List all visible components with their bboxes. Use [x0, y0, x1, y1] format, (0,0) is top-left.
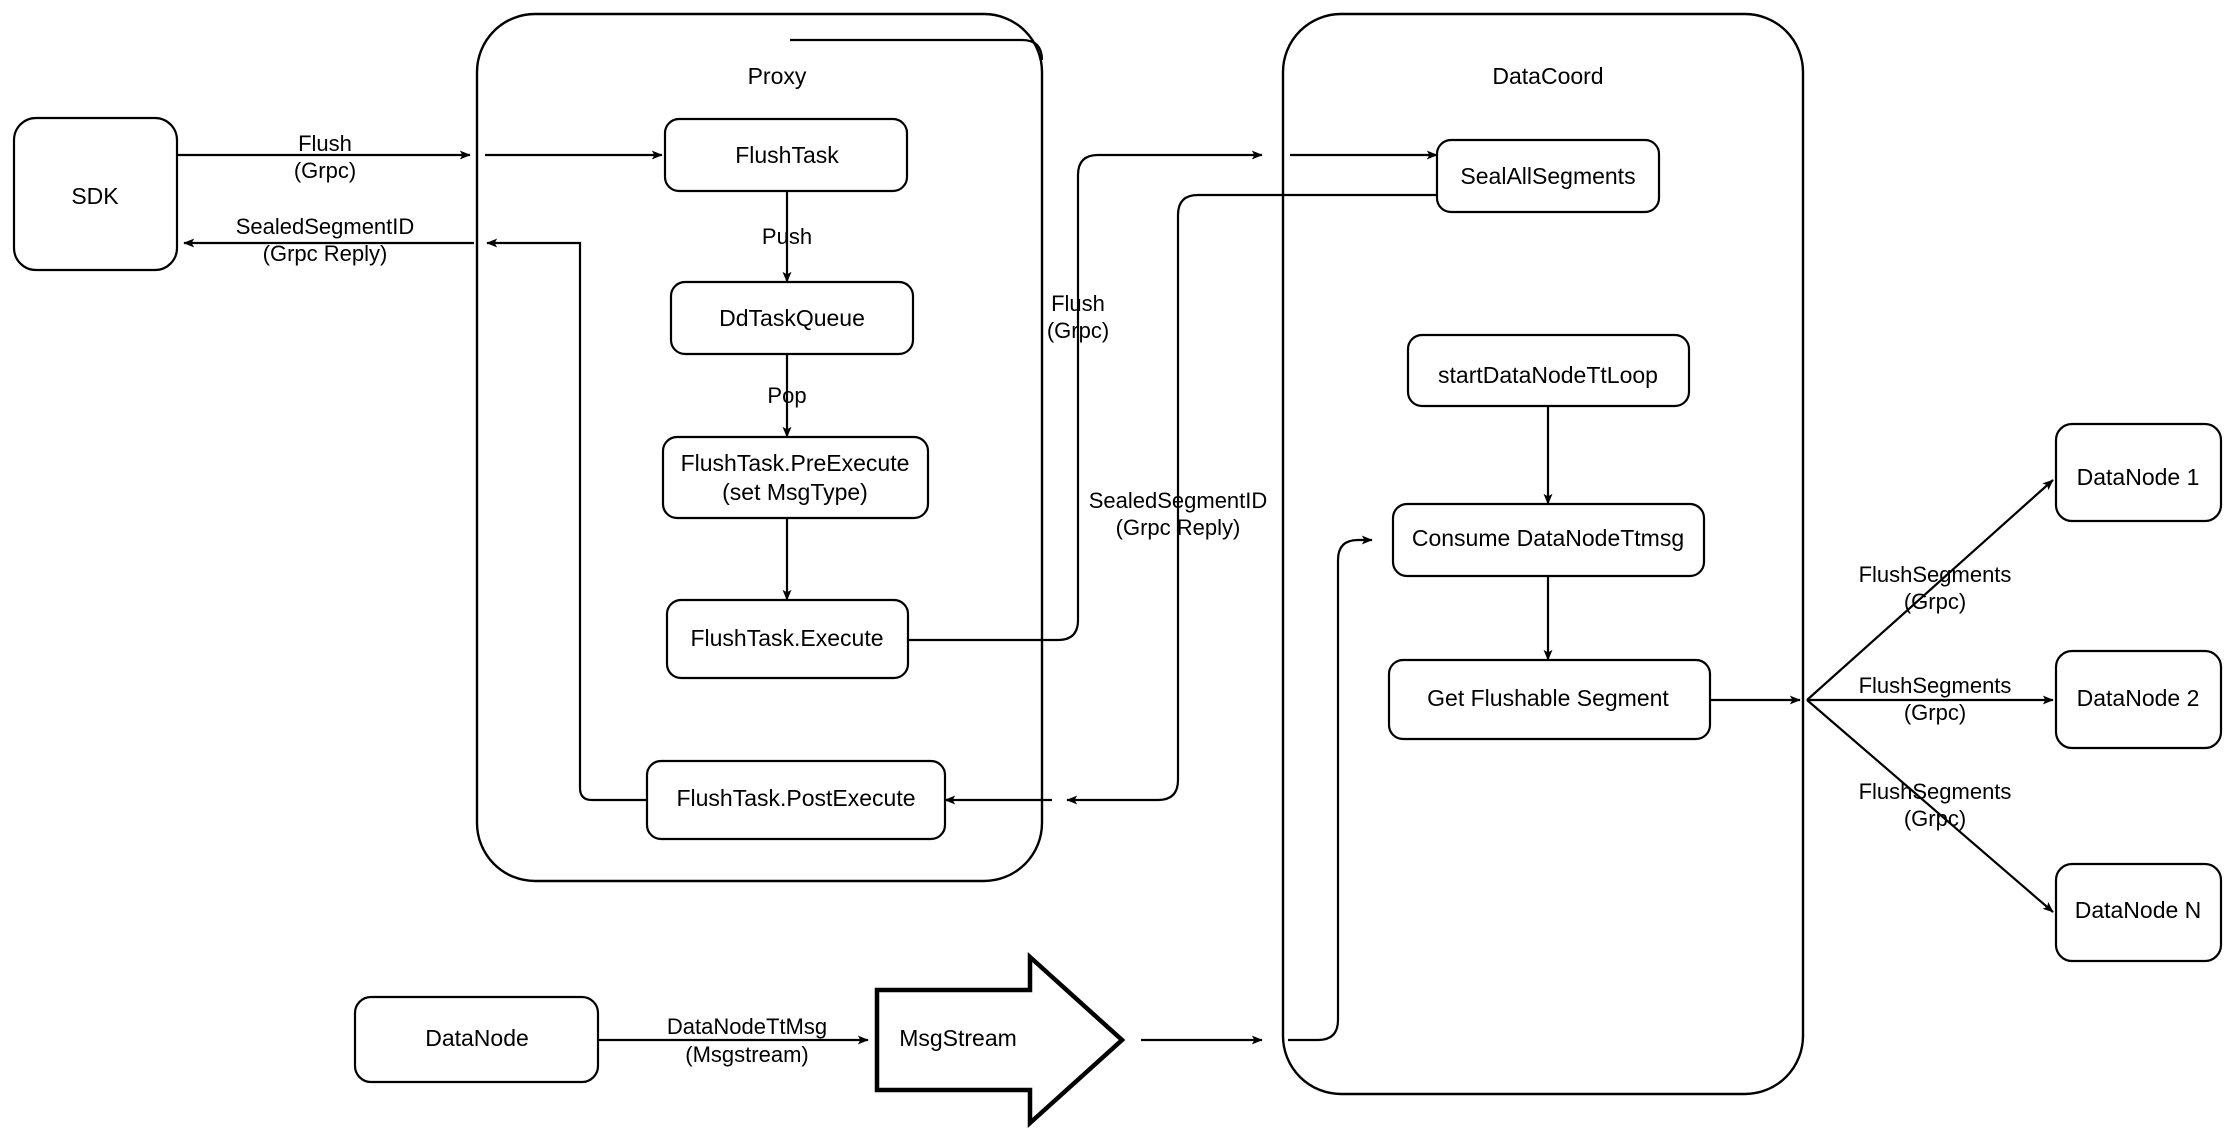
node-startdatanodettloop-box[interactable]: [1406, 333, 1691, 408]
node-get-flushable-segment[interactable]: Get Flushable Segment: [1387, 658, 1712, 741]
node-sdk[interactable]: SDK: [12, 116, 179, 272]
node-datanode-1-label: DataNode 1: [2077, 464, 2200, 490]
container-proxy: Proxy: [475, 12, 1044, 883]
node-flushtask-preexecute-box[interactable]: [661, 435, 930, 520]
node-flushtask[interactable]: FlushTask: [663, 117, 909, 193]
node-get-flushable-segment-label: Get Flushable Segment: [1427, 685, 1669, 711]
node-ddtaskqueue-box[interactable]: [669, 280, 915, 356]
datacoord-container-outline: [1281, 12, 1805, 1096]
node-sdk-label: SDK: [71, 183, 119, 209]
edge-label-flushsegments-n-line2: (Grpc): [1904, 806, 1966, 831]
node-msgstream-arrow-shape[interactable]: [874, 951, 1126, 1129]
node-msgstream[interactable]: MsgStream: [874, 951, 1126, 1129]
node-flushtask-box[interactable]: [663, 117, 909, 193]
node-datanode-n-box[interactable]: [2054, 862, 2223, 963]
node-datanode-bottom-box[interactable]: [353, 995, 600, 1084]
edge-label-datanode-ttmsg-line1: DataNodeTtMsg: [667, 1014, 827, 1039]
node-flushtask-label: FlushTask: [735, 142, 839, 168]
edge-label-push: Push: [762, 224, 812, 249]
edge-label-sealed-segmentid-line1: SealedSegmentID: [236, 214, 415, 239]
edge-fanout-to-datanoden: [1806, 699, 2054, 913]
node-flushtask-execute[interactable]: FlushTask.Execute: [665, 598, 910, 680]
proxy-container-outline: [475, 12, 1044, 883]
node-flushtask-preexecute-label-line2: (set MsgType): [722, 479, 868, 505]
edge-label-sealed-mid-line1: SealedSegmentID: [1089, 488, 1268, 513]
edge-label-flushsegments-2-line1: FlushSegments: [1859, 673, 2012, 698]
node-datanode-2[interactable]: DataNode 2: [2054, 649, 2223, 750]
edge-label-flush-grpc-line2: (Grpc): [294, 158, 356, 183]
edge-proxy-to-sdk-sealedsegmentid: [183, 238, 647, 802]
node-sdk-box[interactable]: [12, 116, 179, 272]
node-sealallsegments-label: SealAllSegments: [1460, 163, 1635, 189]
node-msgstream-label: MsgStream: [899, 1025, 1017, 1051]
edge-label-flush-mid-line2: (Grpc): [1047, 318, 1109, 343]
node-flushtask-postexecute-box[interactable]: [645, 759, 947, 841]
node-startdatanodettloop-label: startDataNodeTtLoop: [1438, 362, 1658, 388]
node-consume-datanodettmsg-label: Consume DataNodeTtmsg: [1412, 525, 1684, 551]
edge-label-flush-mid-line1: Flush: [1051, 291, 1105, 316]
node-ddtaskqueue-label: DdTaskQueue: [719, 305, 865, 331]
node-sealallsegments-box[interactable]: [1435, 138, 1661, 214]
node-datanode-1[interactable]: DataNode 1: [2054, 422, 2223, 523]
proxy-container-title: Proxy: [748, 63, 807, 89]
edge-execute-to-sealallsegments: [908, 150, 1438, 642]
edge-sealallsegments-to-postexecute: [944, 193, 1437, 805]
edge-label-flush-grpc-line1: Flush: [298, 131, 352, 156]
edge-fanout-to-datanode1: [1806, 479, 2054, 701]
node-flushtask-preexecute-label-line1: FlushTask.PreExecute: [681, 450, 910, 476]
edge-label-flushsegments-1-line2: (Grpc): [1904, 589, 1966, 614]
node-flushtask-postexecute-label: FlushTask.PostExecute: [676, 785, 915, 811]
node-startdatanodettloop[interactable]: startDataNodeTtLoop: [1406, 333, 1691, 408]
node-datanode-2-label: DataNode 2: [2077, 685, 2200, 711]
node-flushtask-preexecute[interactable]: FlushTask.PreExecute (set MsgType): [661, 435, 930, 520]
node-datanode-bottom[interactable]: DataNode: [353, 995, 600, 1084]
container-datacoord: DataCoord: [1281, 12, 1805, 1096]
datacoord-container-title: DataCoord: [1492, 63, 1603, 89]
node-get-flushable-segment-box[interactable]: [1387, 658, 1712, 741]
edge-label-flushsegments-1-line1: FlushSegments: [1859, 562, 2012, 587]
node-ddtaskqueue[interactable]: DdTaskQueue: [669, 280, 915, 356]
node-datanode-n-label: DataNode N: [2075, 897, 2202, 923]
node-datanode-n[interactable]: DataNode N: [2054, 862, 2223, 963]
node-datanode-2-box[interactable]: [2054, 649, 2223, 750]
edge-label-flushsegments-2-line2: (Grpc): [1904, 700, 1966, 725]
edge-msgstream-to-consume: [1141, 535, 1373, 1045]
node-datanode-1-box[interactable]: [2054, 422, 2223, 523]
node-consume-datanodettmsg[interactable]: Consume DataNodeTtmsg: [1391, 502, 1706, 578]
edge-label-sealed-segmentid-line2: (Grpc Reply): [263, 241, 388, 266]
node-consume-datanodettmsg-box[interactable]: [1391, 502, 1706, 578]
proxy-rail-top: [790, 38, 1044, 61]
edge-label-datanode-ttmsg-line2: (Msgstream): [685, 1042, 808, 1067]
edge-label-sealed-mid-line2: (Grpc Reply): [1116, 515, 1241, 540]
node-flushtask-postexecute[interactable]: FlushTask.PostExecute: [645, 759, 947, 841]
node-flushtask-execute-label: FlushTask.Execute: [690, 625, 883, 651]
edge-label-flushsegments-n-line1: FlushSegments: [1859, 779, 2012, 804]
node-flushtask-execute-box[interactable]: [665, 598, 910, 680]
node-sealallsegments[interactable]: SealAllSegments: [1435, 138, 1661, 214]
node-datanode-bottom-label: DataNode: [425, 1025, 529, 1051]
edge-label-pop: Pop: [767, 383, 806, 408]
